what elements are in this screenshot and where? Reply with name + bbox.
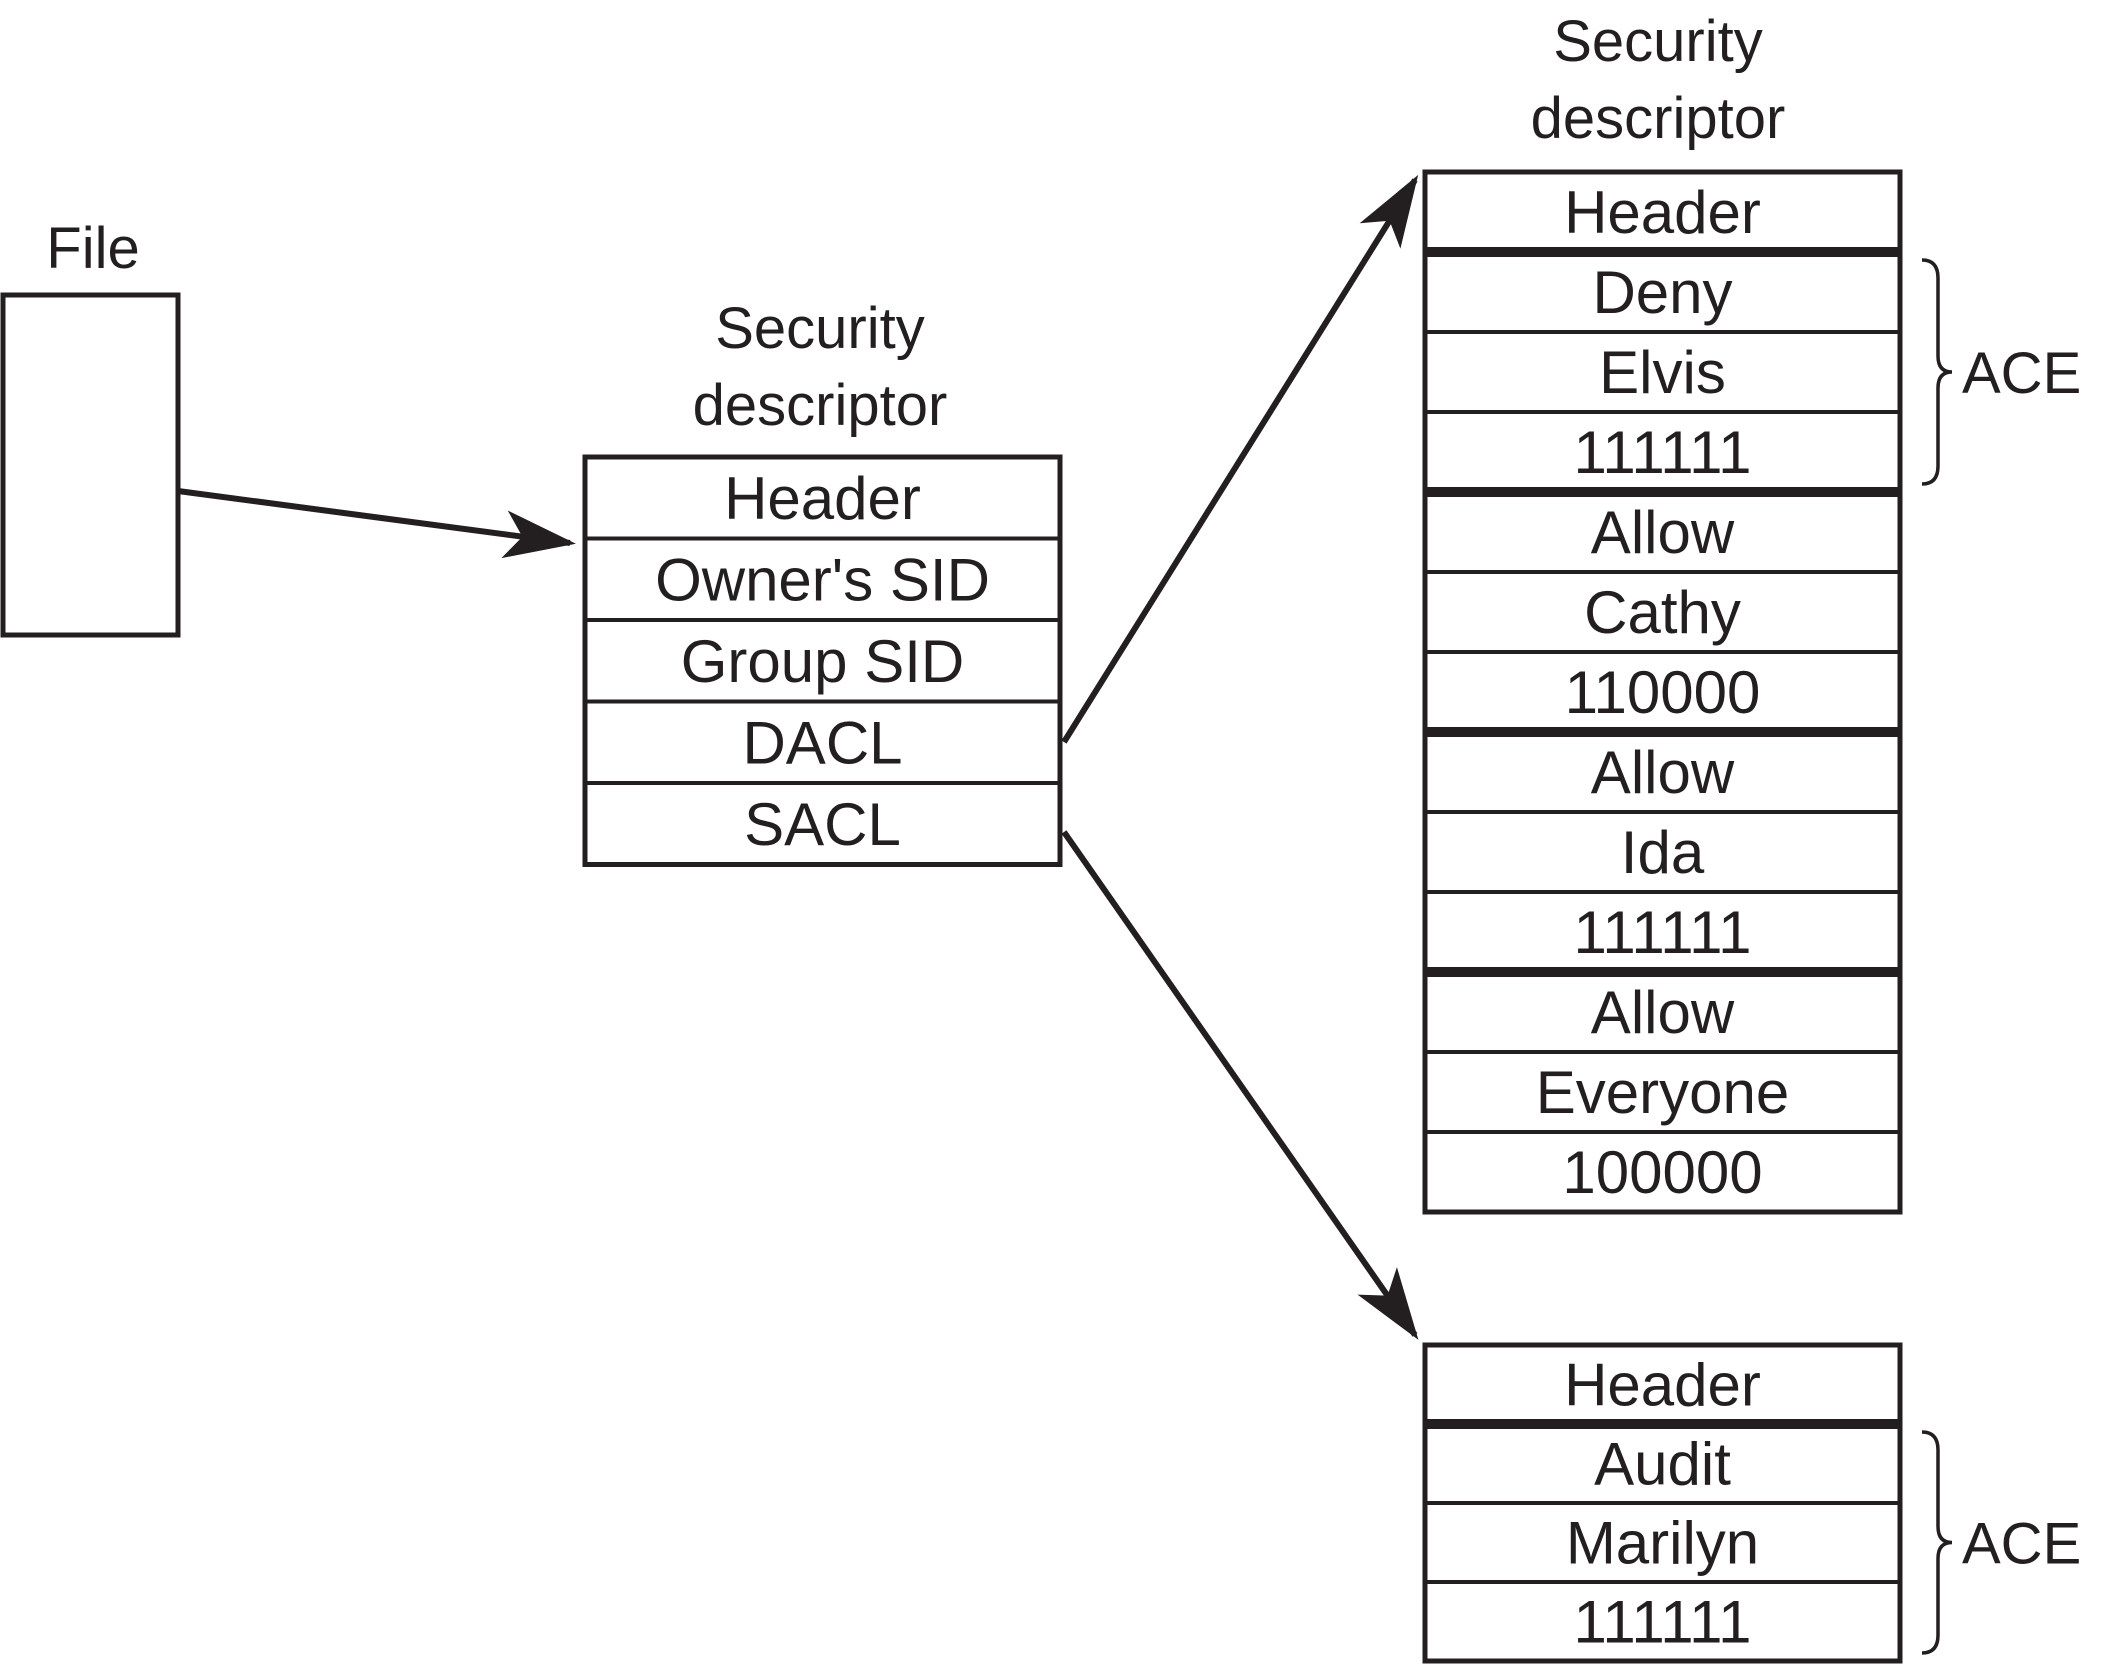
dacl-frame [1422, 169, 1903, 1215]
descriptor-sacl-cell: SACL [744, 791, 901, 858]
file-label: File [46, 216, 139, 281]
sacl-ace-label: ACE [1962, 1512, 2081, 1577]
dacl-title-line2: descriptor [1531, 86, 1786, 151]
dacl-ace-who-cell: Everyone [1536, 1059, 1789, 1126]
dacl-ace-type-cell: Allow [1591, 739, 1735, 806]
dacl-pointer-arrow [1061, 174, 1419, 744]
sacl-pointer-arrow [1061, 830, 1419, 1340]
sacl-ace-mask-cell: 111111 [1574, 1589, 1752, 1656]
dacl-ace-mask-cell: 111111 [1574, 899, 1752, 966]
dacl-ace-mask-cell: 111111 [1574, 419, 1752, 486]
dacl-ace-label: ACE [1962, 341, 2081, 406]
dacl-ace-who-cell: Elvis [1599, 339, 1726, 406]
sacl-header-cell: Header [1564, 1352, 1761, 1419]
dacl-ace-who-cell: Ida [1621, 819, 1705, 886]
dacl-ace-type-cell: Deny [1592, 259, 1732, 326]
dacl-ace-type-cell: Allow [1591, 499, 1735, 566]
file-to-descriptor-arrow [177, 488, 576, 559]
dacl-header-cell: Header [1564, 179, 1761, 246]
descriptor-dacl-cell: DACL [742, 709, 902, 776]
sacl-ace-type-cell: Audit [1594, 1431, 1731, 1498]
dacl-ace-who-cell: Cathy [1584, 579, 1741, 646]
dacl-title-line1: Security [1553, 9, 1763, 74]
dacl-table: HeaderDenyElvis111111AllowCathy110000All… [1422, 169, 2081, 1215]
sacl-ace-brace [1921, 1430, 1953, 1655]
descriptor-title-line1: Security [715, 296, 925, 361]
sacl-ace-who-cell: Marilyn [1566, 1510, 1759, 1577]
dacl-ace-type-cell: Allow [1591, 979, 1735, 1046]
descriptor-header-cell: Header [724, 465, 921, 532]
descriptor-title-line2: descriptor [693, 373, 948, 438]
file-box [0, 292, 181, 638]
descriptor-frame [582, 454, 1063, 867]
descriptor-owner-sid-cell: Owner's SID [655, 546, 990, 613]
dacl-ace-mask-cell: 100000 [1562, 1139, 1762, 1206]
dacl-ace-brace [1921, 258, 1953, 486]
descriptor-group-sid-cell: Group SID [681, 628, 964, 695]
dacl-ace-mask-cell: 110000 [1565, 659, 1761, 726]
